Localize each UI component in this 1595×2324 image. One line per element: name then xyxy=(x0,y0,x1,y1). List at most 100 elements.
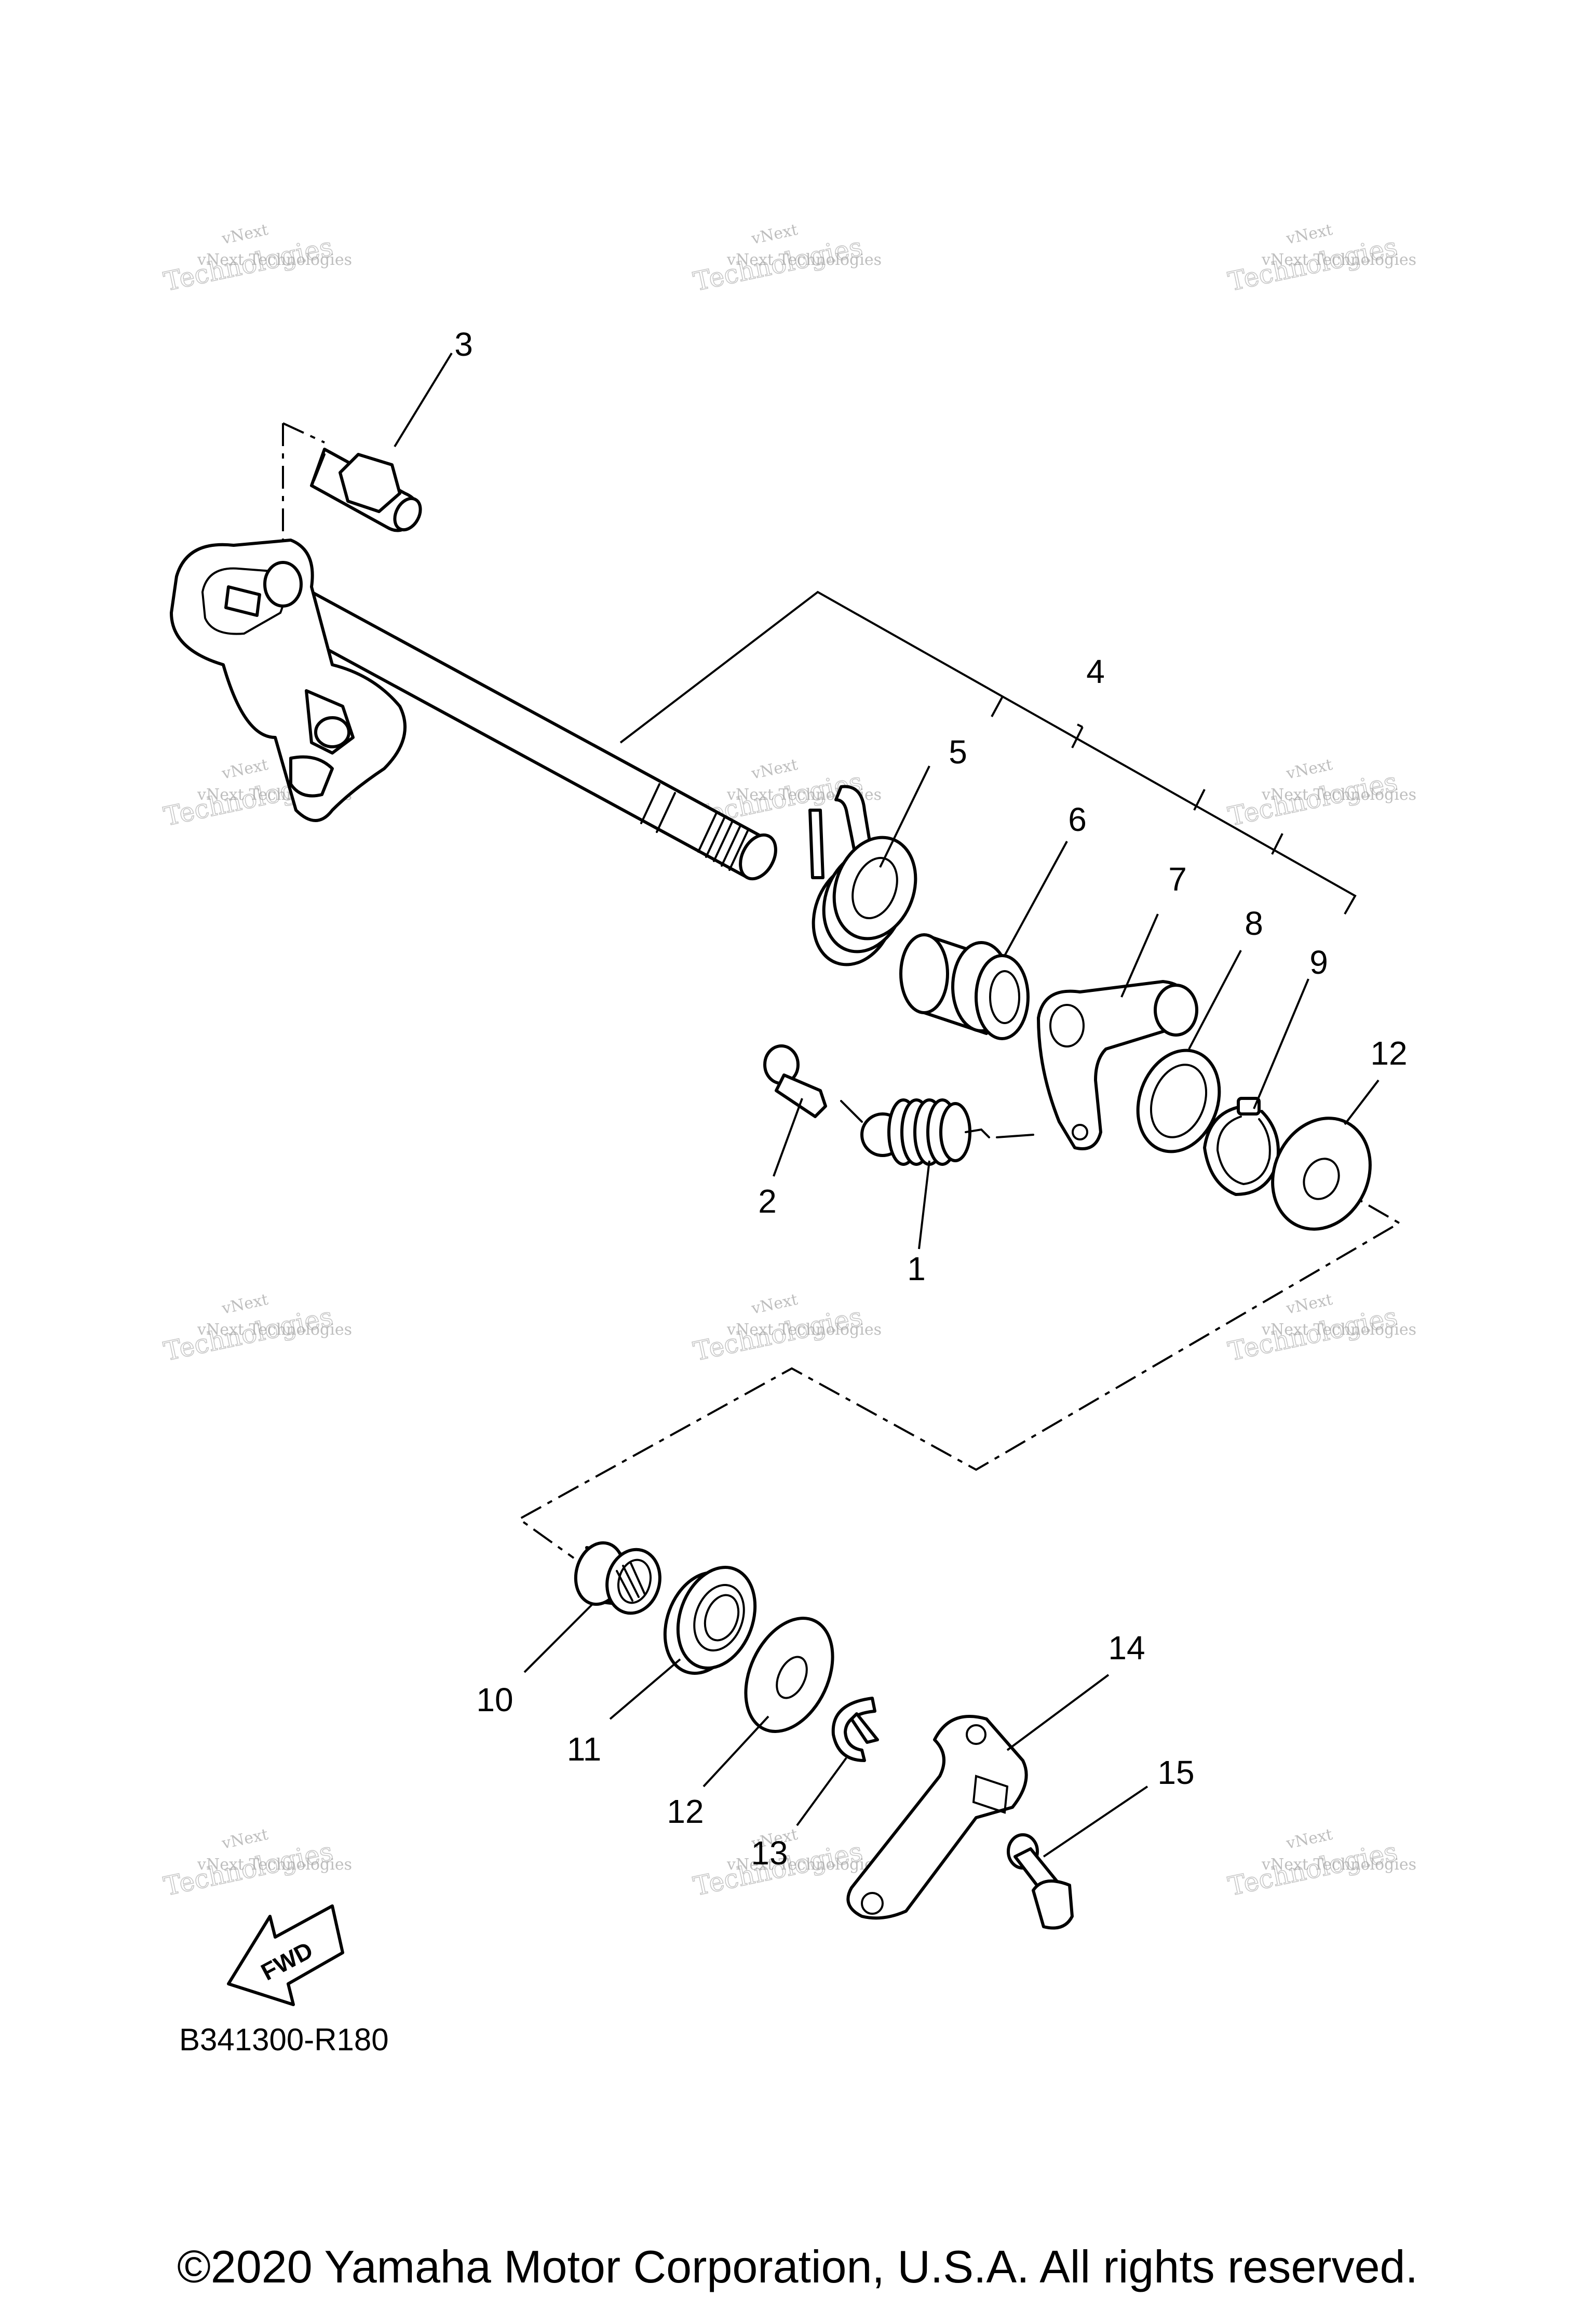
spring-coil-inner xyxy=(851,856,898,920)
watermark: vNext vNext Technologies Technologies xyxy=(161,221,352,298)
bolt-head xyxy=(1032,1879,1074,1930)
part-11-oil-seal xyxy=(663,1566,757,1675)
shaft-spline-end xyxy=(739,833,777,881)
washer-outer xyxy=(744,1617,834,1733)
washer-hole xyxy=(1303,1158,1340,1200)
watermark-text: vNext xyxy=(220,221,269,248)
callout-10: 10 xyxy=(476,1681,513,1718)
collar-bore xyxy=(989,970,1020,1024)
leader-4-tick xyxy=(991,697,1003,717)
leader-14 xyxy=(1006,1674,1110,1751)
callout-11: 11 xyxy=(567,1730,601,1768)
part-10-needle-bearing xyxy=(574,1541,661,1615)
copyright-notice: ©2020 Yamaha Motor Corporation, U.S.A. A… xyxy=(177,2241,1418,2292)
callout-3: 3 xyxy=(454,326,473,363)
leader-9 xyxy=(1253,978,1309,1109)
reference-lines xyxy=(282,422,1401,1559)
collar-front xyxy=(975,954,1030,1040)
watermark-text: vNext xyxy=(749,221,799,248)
watermark-text: vNext xyxy=(1284,1825,1334,1853)
shaft-end-cap xyxy=(263,561,303,608)
washer-outer xyxy=(1136,1049,1221,1153)
part-8-washer xyxy=(1136,1049,1221,1153)
leader-4-tick xyxy=(1271,833,1283,855)
watermark: vNext vNext Technologies Technologies xyxy=(1225,756,1416,832)
dashdot-line xyxy=(517,1183,1401,1559)
diagram-code: B341300-R180 xyxy=(179,2022,389,2057)
bolt-thread xyxy=(313,453,326,481)
callout-12-lower: 12 xyxy=(667,1793,704,1830)
callout-5: 5 xyxy=(949,733,967,771)
watermark-text: vNext Technologies xyxy=(1261,1321,1416,1339)
callout-13: 13 xyxy=(751,1834,788,1872)
part-1-coil-spring xyxy=(840,1098,1034,1166)
watermark-text: vNext Technologies xyxy=(1261,786,1416,804)
callout-1: 1 xyxy=(907,1250,926,1287)
watermark: vNext vNext Technologies Technologies xyxy=(161,1825,352,1902)
pawl-roller xyxy=(289,755,334,798)
leader-10 xyxy=(523,1604,593,1673)
watermark-text: vNext Technologies xyxy=(1261,251,1416,269)
watermark-text: vNext Technologies xyxy=(197,1321,352,1339)
leader-4-bracket xyxy=(619,590,1357,915)
callout-7: 7 xyxy=(1168,861,1187,898)
leader-12-lower xyxy=(702,1715,769,1788)
shift-arm-tab xyxy=(224,585,261,617)
leader-15 xyxy=(1043,1785,1148,1858)
watermark-text: vNext xyxy=(749,1291,799,1318)
lever-spring-hole xyxy=(1072,1124,1088,1140)
lever-roller xyxy=(1154,984,1198,1037)
watermark-text: vNext xyxy=(1284,1291,1334,1318)
seal-front xyxy=(676,1566,757,1670)
shaft-groove xyxy=(640,783,676,833)
watermark-text: vNext xyxy=(1284,221,1334,248)
leader-8 xyxy=(1188,950,1242,1050)
callout-15: 15 xyxy=(1157,1754,1194,1791)
watermark-text: vNext Technologies xyxy=(726,251,882,269)
watermark: vNext vNext Technologies Technologies xyxy=(1225,221,1416,298)
leader-6 xyxy=(1004,841,1068,956)
pawl-pin xyxy=(314,716,350,748)
part-12-washer-lower xyxy=(744,1617,834,1733)
part-7-stopper-lever xyxy=(1037,980,1198,1150)
circlip-inner xyxy=(1216,1116,1271,1186)
washer-hole xyxy=(776,1656,808,1699)
watermark: vNext vNext Technologies Technologies xyxy=(691,221,882,298)
shift-arm-plate xyxy=(170,539,407,822)
seal-bore xyxy=(704,1594,740,1642)
leader-4 xyxy=(1077,723,1083,728)
washer-outer xyxy=(1271,1117,1372,1231)
circlip-ring xyxy=(1203,1105,1280,1196)
lever-arm xyxy=(846,1715,1028,1920)
callout-12-upper: 12 xyxy=(1370,1035,1407,1072)
part-2-bolt xyxy=(763,1044,827,1118)
spring-hook xyxy=(965,1128,990,1138)
watermark-text: vNext Technologies xyxy=(1261,1856,1416,1874)
bolt-hex xyxy=(339,453,401,513)
alignment-line xyxy=(840,1100,863,1123)
watermark: vNext vNext Technologies Technologies xyxy=(1225,1825,1416,1902)
lever-spline-bore xyxy=(972,1775,1009,1814)
alignment-line xyxy=(996,1134,1034,1138)
leader-4-tick xyxy=(1193,789,1206,811)
leader-11 xyxy=(609,1658,681,1720)
bolt-tip xyxy=(393,496,422,532)
callouts: 1 2 3 4 5 6 7 8 9 10 11 12 12 13 14 15 xyxy=(454,326,1407,1872)
e-clip-tab xyxy=(850,1712,879,1744)
leader-3 xyxy=(394,352,453,448)
leader-4-tick xyxy=(1071,727,1084,748)
part-3-stopper-bolt xyxy=(310,448,422,532)
fwd-arrow: FWD xyxy=(227,1904,344,2006)
lever-clamp-hole xyxy=(966,1724,986,1745)
collar-back xyxy=(899,933,949,1014)
watermark-text: vNext xyxy=(749,756,799,783)
part-15-bolt xyxy=(1007,1833,1074,1930)
circlip-lug xyxy=(1237,1097,1261,1116)
leader-13 xyxy=(796,1757,847,1826)
watermark-text: vNext xyxy=(220,756,269,783)
part-13-e-clip xyxy=(831,1697,879,1762)
watermark-text: vNext Technologies xyxy=(197,1856,352,1874)
lever-pivot-hole xyxy=(1049,1004,1085,1047)
